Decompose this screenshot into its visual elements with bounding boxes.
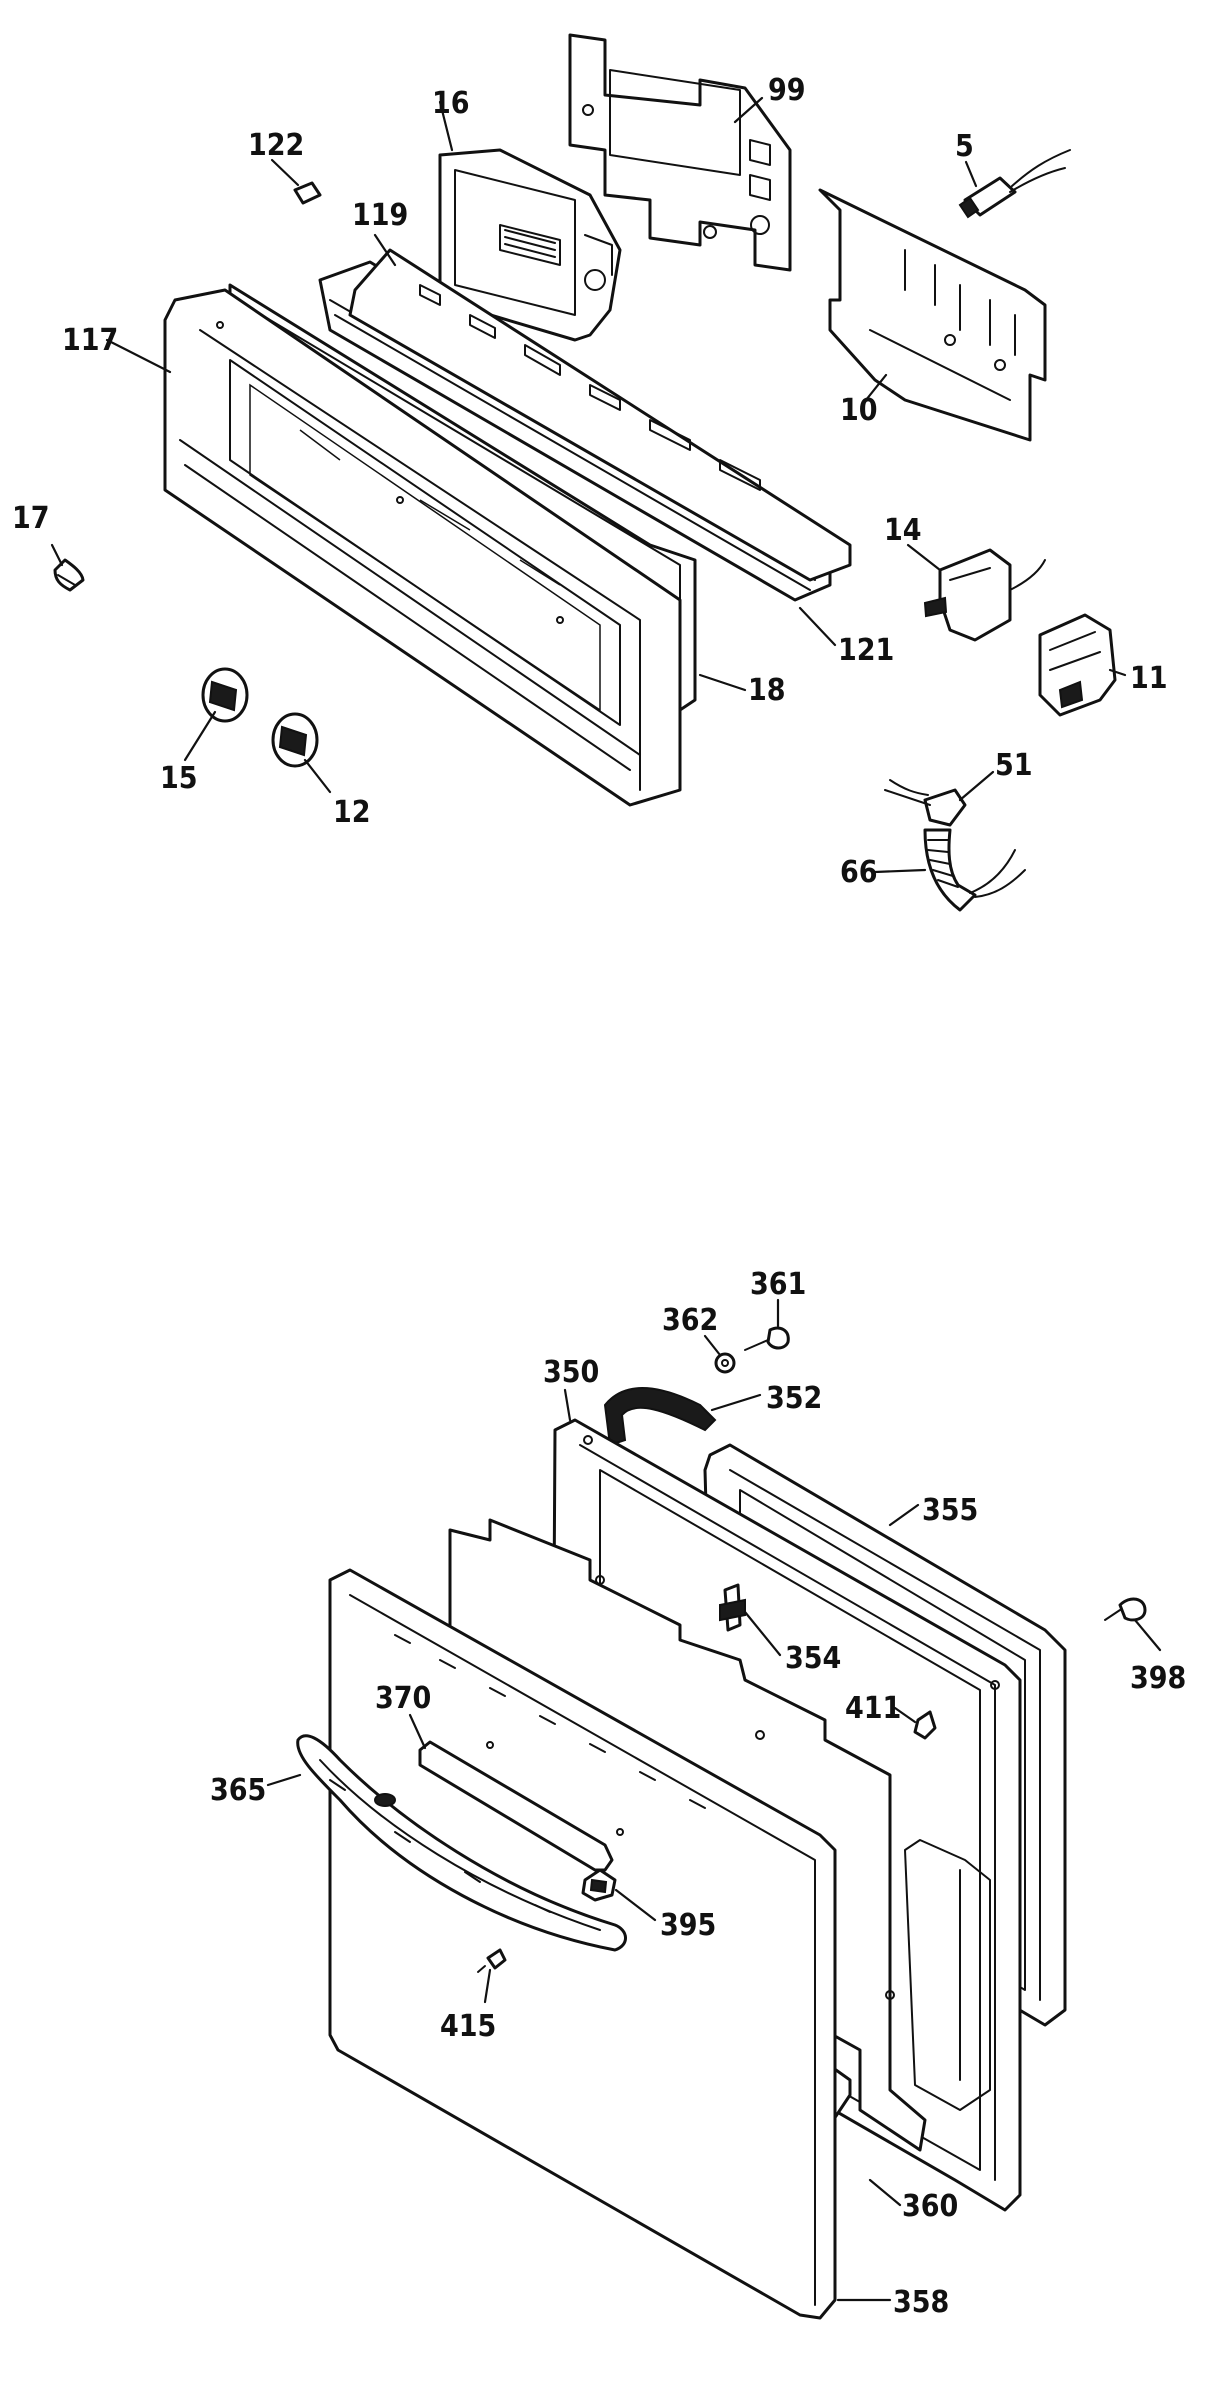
part-121-vent-trim: [348, 248, 852, 582]
callout-119: 119: [352, 198, 408, 233]
part-66-wire-harness: [923, 828, 1026, 912]
part-17-lamp-bulb: [53, 558, 85, 592]
callout-122: 122: [248, 128, 304, 163]
part-51-wire-grommet: [884, 779, 967, 827]
callout-10: 10: [840, 393, 878, 428]
callout-358: 358: [893, 2285, 949, 2320]
callout-12: 12: [333, 795, 371, 830]
callout-365: 365: [210, 1773, 266, 1808]
callout-51: 51: [995, 748, 1033, 783]
callout-395: 395: [660, 1908, 716, 1943]
callout-99: 99: [768, 73, 806, 108]
door-assembly: [296, 1326, 1147, 2320]
callout-121: 121: [838, 633, 894, 668]
part-352-door-gasket: [603, 1387, 717, 1447]
callout-66: 66: [840, 855, 878, 890]
part-122-clip: [293, 181, 322, 205]
callout-361: 361: [750, 1267, 806, 1302]
callout-350: 350: [543, 1355, 599, 1390]
part-14-switch: [923, 548, 1046, 642]
part-398-screw: [1104, 1597, 1147, 1622]
door-callouts: 361 362 350 352 355 398 354 370 411 365 …: [210, 1267, 1186, 2320]
door-leader-lines: [266, 1298, 1162, 2302]
part-411-clip: [913, 1710, 937, 1740]
part-99-mounting-bracket: [568, 33, 792, 272]
part-10-side-plate: [818, 188, 1047, 442]
callout-17: 17: [12, 501, 50, 536]
part-5-sensor: [958, 149, 1071, 219]
part-12-control-knob: [271, 712, 319, 768]
part-365-door-handle: [296, 1734, 627, 1952]
callout-18: 18: [748, 673, 786, 708]
part-354-door-latch: [719, 1583, 746, 1632]
callout-11: 11: [1130, 661, 1168, 696]
part-395-handle-cap: [581, 1868, 617, 1902]
callout-415: 415: [440, 2009, 496, 2044]
callout-352: 352: [766, 1381, 822, 1416]
callout-362: 362: [662, 1303, 718, 1338]
callout-355: 355: [922, 1493, 978, 1528]
callout-398: 398: [1130, 1661, 1186, 1696]
top-leader-lines: [50, 96, 1127, 874]
control-panel-assembly: [53, 33, 1117, 912]
part-15-control-knob: [201, 667, 249, 723]
part-370-handle-trim: [418, 1740, 614, 1872]
callout-5: 5: [955, 129, 974, 164]
callout-16: 16: [432, 86, 470, 121]
callout-14: 14: [884, 513, 922, 548]
top-callouts: 99 16 122 5 119 117 10 17 14 121 11 18 1…: [12, 73, 1168, 890]
part-117-control-panel-frame: [163, 288, 682, 807]
part-415-screw: [477, 1948, 507, 1973]
callout-117: 117: [62, 323, 118, 358]
callout-360: 360: [902, 2189, 958, 2224]
callout-411: 411: [845, 1691, 901, 1726]
part-11-relay-block: [1038, 613, 1117, 717]
part-16-control-housing: [438, 148, 622, 342]
callout-370: 370: [375, 1681, 431, 1716]
callout-354: 354: [785, 1641, 841, 1676]
part-361-screw: [744, 1326, 790, 1351]
part-362-washer: [714, 1352, 736, 1374]
callout-15: 15: [160, 761, 198, 796]
